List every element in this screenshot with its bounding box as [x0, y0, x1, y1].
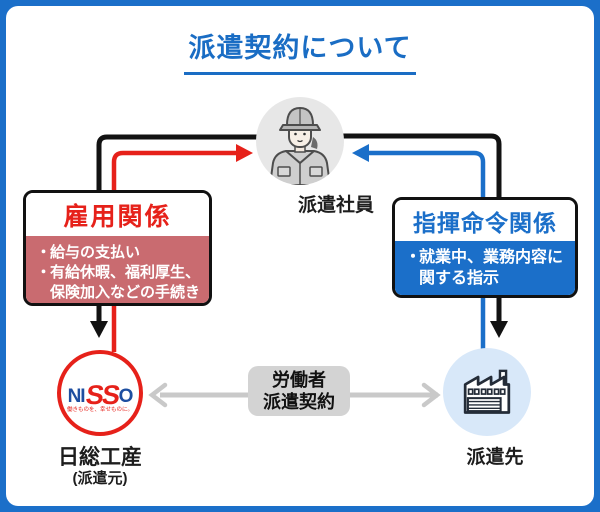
dispatch-source-role: (派遣元): [72, 470, 128, 487]
worker-to-destination-arrowhead-black: [490, 321, 508, 338]
contract-arrowhead-left-gray: [148, 382, 168, 408]
employment-heading: 雇用関係: [26, 193, 209, 236]
dispatch-contract-label: 労働者 派遣契約: [248, 366, 350, 416]
employment-item: ・ 有給休暇、福利厚生、保険加入などの手続き: [36, 263, 201, 303]
bullet-glyph: ・: [36, 244, 52, 261]
dispatch-destination-node: [443, 348, 531, 436]
factory-icon: [463, 369, 511, 414]
worker-avatar-icon: [268, 106, 332, 185]
nisso-logo-text: SS: [83, 379, 120, 410]
bullet-glyph: ・: [36, 263, 52, 281]
employment-relationship-box: 雇用関係 ・ 給与の支払い ・ 有給休暇、福利厚生、保険加入などの手続き: [23, 190, 212, 306]
worker-node: [256, 97, 344, 185]
source-to-worker-arrowhead-red: [236, 144, 253, 162]
employment-item-text: 給与の支払い: [50, 244, 141, 261]
command-item: ・ 就業中、業務内容に関する指示: [405, 248, 567, 290]
nisso-tagline: 働きものを、幸せものに。: [66, 406, 133, 413]
command-relationship-box: 指揮命令関係 ・ 就業中、業務内容に関する指示: [392, 197, 578, 298]
employment-item-text: 有給休暇、福利厚生、保険加入などの手続き: [50, 263, 201, 301]
destination-to-worker-line-blue: [369, 150, 486, 349]
dispatch-destination-label: 派遣先: [466, 447, 524, 468]
contract-arrowhead-right-gray: [421, 382, 441, 408]
worker-label: 派遣社員: [297, 195, 374, 216]
bullet-glyph: ・: [405, 249, 422, 266]
page-title: 派遣契約について: [184, 26, 416, 75]
destination-to-worker-arrowhead-blue: [352, 144, 369, 162]
dispatch-source-name: 日総工産: [58, 446, 142, 469]
command-body: ・ 就業中、業務内容に関する指示: [395, 241, 575, 295]
contract-label-line2: 派遣契約: [263, 392, 335, 412]
employment-item: ・ 給与の支払い: [36, 243, 201, 263]
nisso-logo-text: NI: [67, 385, 86, 407]
contract-label-line1: 労働者: [272, 369, 326, 390]
source-to-worker-line-red: [111, 150, 236, 352]
command-heading: 指揮命令関係: [395, 200, 575, 241]
worker-to-source-arrowhead-black: [90, 321, 108, 338]
worker-to-source-line-black: [96, 134, 262, 322]
command-item-text: 就業中、業務内容に関する指示: [419, 249, 564, 287]
employment-body: ・ 給与の支払い ・ 有給休暇、福利厚生、保険加入などの手続き: [26, 236, 209, 303]
nisso-logo-text: O: [118, 385, 134, 407]
worker-to-destination-line-black: [337, 133, 502, 322]
